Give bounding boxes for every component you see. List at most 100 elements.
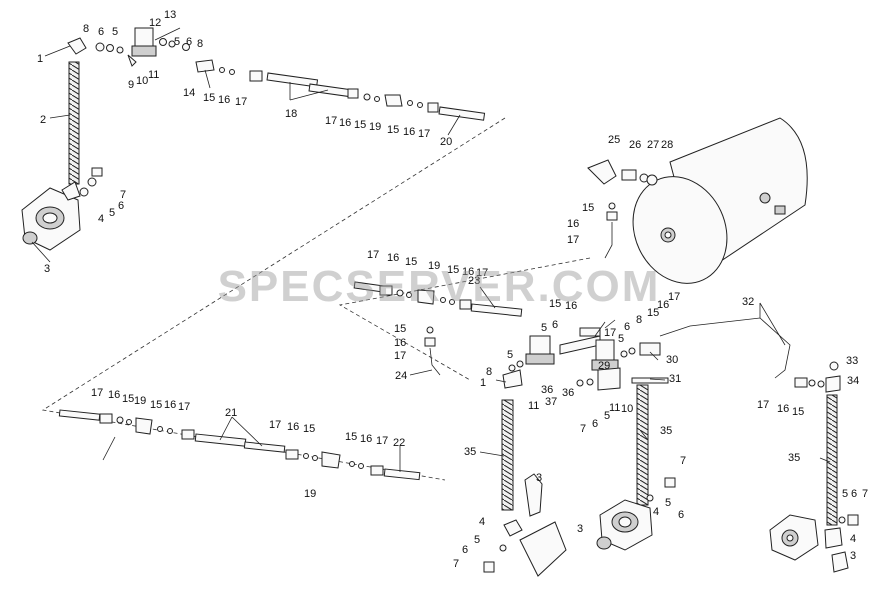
- callout-label: 17: [567, 234, 579, 246]
- callout-label: 10: [136, 75, 148, 87]
- callout-label: 22: [393, 437, 405, 449]
- callout-label: 14: [183, 87, 195, 99]
- lower-left-tubes: [58, 409, 421, 481]
- callout-label: 5: [541, 322, 547, 334]
- callout-label: 36: [562, 387, 574, 399]
- callout-label: 17: [394, 350, 406, 362]
- callout-label: 37: [545, 396, 557, 408]
- callout-label: 1: [37, 53, 43, 65]
- bottom-middle-compressor: [596, 477, 676, 551]
- callout-label: 15: [394, 323, 406, 335]
- callout-label: 5: [604, 410, 610, 422]
- leader-lines: [31, 45, 831, 472]
- callout-label: 15: [203, 92, 215, 104]
- right-tee-group: [794, 361, 841, 393]
- callout-label: 16: [164, 399, 176, 411]
- callout-label: 13: [164, 9, 176, 21]
- callout-label: 27: [647, 139, 659, 151]
- left-compressor-assembly: [21, 167, 103, 251]
- callout-label: 16: [218, 94, 230, 106]
- center-valve-assembly: [502, 327, 669, 391]
- callout-label: 15: [549, 298, 561, 310]
- callout-label: 11: [609, 402, 620, 414]
- callout-label: 19: [304, 488, 316, 500]
- upper-tubes: [266, 72, 486, 121]
- callout-label: 30: [666, 354, 678, 366]
- callout-label: 35: [660, 425, 672, 437]
- callout-label: 16: [339, 117, 351, 129]
- callout-label: 5: [507, 349, 513, 361]
- callout-label: 7: [862, 488, 868, 500]
- top-valve-group: [67, 27, 263, 82]
- callout-label: 16: [387, 252, 399, 264]
- callout-label: 15: [387, 124, 399, 136]
- callout-label: 15: [345, 431, 357, 443]
- callout-label: 29: [598, 360, 610, 372]
- callout-label: 21: [225, 407, 237, 419]
- callout-label: 16: [394, 337, 406, 349]
- hose-35-middle: [636, 384, 649, 506]
- callout-label: 1: [480, 377, 486, 389]
- callout-label: 16: [108, 389, 120, 401]
- hose-35-right: [826, 394, 838, 526]
- callout-label: 3: [577, 523, 583, 535]
- callout-label: 9: [128, 79, 134, 91]
- callout-label: 6: [678, 509, 684, 521]
- callout-label: 19: [369, 121, 381, 133]
- callout-label: 35: [464, 446, 476, 458]
- callout-label: 24: [395, 370, 407, 382]
- callout-label: 16: [565, 300, 577, 312]
- callout-label: 8: [636, 314, 642, 326]
- callout-label: 10: [621, 403, 633, 415]
- callout-label: 33: [846, 355, 858, 367]
- callout-label: 17: [757, 399, 769, 411]
- callout-label: 17: [269, 419, 281, 431]
- callout-label: 17: [604, 327, 616, 339]
- callout-label: 17: [325, 115, 337, 127]
- callout-label: 23: [468, 275, 480, 287]
- callout-label: 32: [742, 296, 754, 308]
- callout-label: 15: [150, 399, 162, 411]
- callout-label: 31: [669, 373, 681, 385]
- callout-label: 4: [653, 506, 659, 518]
- callout-label: 4: [479, 516, 485, 528]
- callout-label: 7: [580, 423, 586, 435]
- callout-label: 3: [850, 550, 856, 562]
- callout-label: 15: [354, 119, 366, 131]
- pipe-32: [659, 317, 791, 379]
- callout-label: 16: [287, 421, 299, 433]
- callout-label: 7: [453, 558, 459, 570]
- middle-tee-group: [353, 281, 523, 376]
- callout-label: 17: [91, 387, 103, 399]
- callout-label: 16: [360, 433, 372, 445]
- callout-label: 6: [624, 321, 630, 333]
- callout-label: 11: [148, 69, 159, 81]
- callout-label: 34: [847, 375, 859, 387]
- callout-label: 12: [149, 17, 161, 29]
- bottom-right-compressor: [769, 514, 859, 573]
- callout-label: 17: [376, 435, 388, 447]
- callout-label: 19: [428, 260, 440, 272]
- callout-label: 5: [842, 488, 848, 500]
- callout-label: 36: [541, 384, 553, 396]
- dashed-boundary-mid: [338, 257, 591, 381]
- callout-label: 3: [44, 263, 50, 275]
- hose-35-left: [501, 399, 514, 511]
- callout-label: 5: [109, 207, 115, 219]
- tank-fittings: [587, 159, 658, 259]
- callout-label: 16: [777, 403, 789, 415]
- callout-label: 15: [405, 256, 417, 268]
- callout-label: 4: [850, 533, 856, 545]
- callout-label: 6: [186, 36, 192, 48]
- callout-label: 8: [197, 38, 203, 50]
- callout-label: 19: [134, 395, 146, 407]
- callout-label: 8: [486, 366, 492, 378]
- callout-label: 17: [235, 96, 247, 108]
- callout-label: 16: [657, 299, 669, 311]
- callout-label: 17: [367, 249, 379, 261]
- callout-labels: 1 8 6 5 12 13 5 6 8 9 10 11 2 14 15 16 1…: [37, 9, 868, 570]
- callout-label: 17: [476, 267, 488, 279]
- callout-label: 5: [174, 36, 180, 48]
